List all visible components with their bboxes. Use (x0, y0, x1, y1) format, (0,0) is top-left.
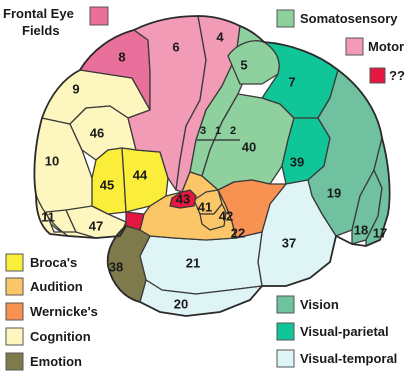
area-label-42: 42 (219, 208, 233, 223)
somatosensory-swatch (277, 10, 294, 27)
area-label-18: 18 (354, 222, 368, 237)
wernicke-label: Wernicke's (30, 304, 98, 319)
vision-label: Vision (300, 297, 339, 312)
area-label-11: 11 (41, 209, 55, 224)
area-label-7: 7 (288, 74, 295, 89)
area-label-20: 20 (174, 296, 188, 311)
area-label-3: 3 (200, 125, 206, 137)
area-label-38: 38 (109, 259, 123, 274)
area-label-5: 5 (240, 57, 247, 72)
audition-swatch (6, 278, 23, 295)
emotion-swatch (6, 353, 23, 370)
area-label-21: 21 (186, 255, 200, 270)
area-label-1: 1 (215, 125, 221, 137)
area-label-6: 6 (172, 39, 179, 54)
area-label-10: 10 (45, 153, 59, 168)
motor-swatch (346, 38, 363, 55)
broca-swatch (6, 254, 23, 271)
wernicke-swatch (6, 303, 23, 320)
broca-label: Broca's (30, 255, 77, 270)
area-label-8: 8 (118, 49, 125, 64)
cognition-label: Cognition (30, 329, 91, 344)
area-label-37: 37 (282, 235, 296, 250)
visual-parietal-swatch (277, 323, 294, 340)
area-label-2: 2 (230, 125, 236, 137)
area-label-44: 44 (133, 167, 148, 182)
motor-label: Motor (368, 39, 404, 54)
frontal-eye-fields-swatch (90, 7, 108, 25)
unknown-label: ?? (389, 68, 405, 83)
area-label-47: 47 (89, 218, 103, 233)
emotion-label: Emotion (30, 354, 82, 369)
vision-swatch (277, 296, 294, 313)
area-label-4: 4 (216, 29, 224, 44)
visual-parietal-label: Visual-parietal (300, 324, 389, 339)
area-label-39: 39 (290, 154, 304, 169)
frontal-eye-fields-label-line2: Fields (22, 23, 60, 38)
area-label-17: 17 (373, 225, 387, 240)
area-label-41: 41 (198, 199, 212, 214)
area-label-9: 9 (72, 81, 79, 96)
unknown-swatch (370, 68, 385, 83)
area-label-46: 46 (90, 125, 104, 140)
area-label-43: 43 (176, 191, 190, 206)
somatosensory-label: Somatosensory (300, 11, 398, 26)
area-label-22: 22 (231, 225, 245, 240)
cognition-swatch (6, 328, 23, 345)
audition-label: Audition (30, 279, 83, 294)
region-21 (140, 232, 262, 294)
area-label-45: 45 (100, 177, 114, 192)
visual-temporal-swatch (277, 350, 294, 367)
area-label-40: 40 (242, 139, 256, 154)
frontal-eye-fields-label-line1: Frontal Eye (3, 6, 74, 21)
area-label-19: 19 (327, 185, 341, 200)
visual-temporal-label: Visual-temporal (300, 351, 397, 366)
